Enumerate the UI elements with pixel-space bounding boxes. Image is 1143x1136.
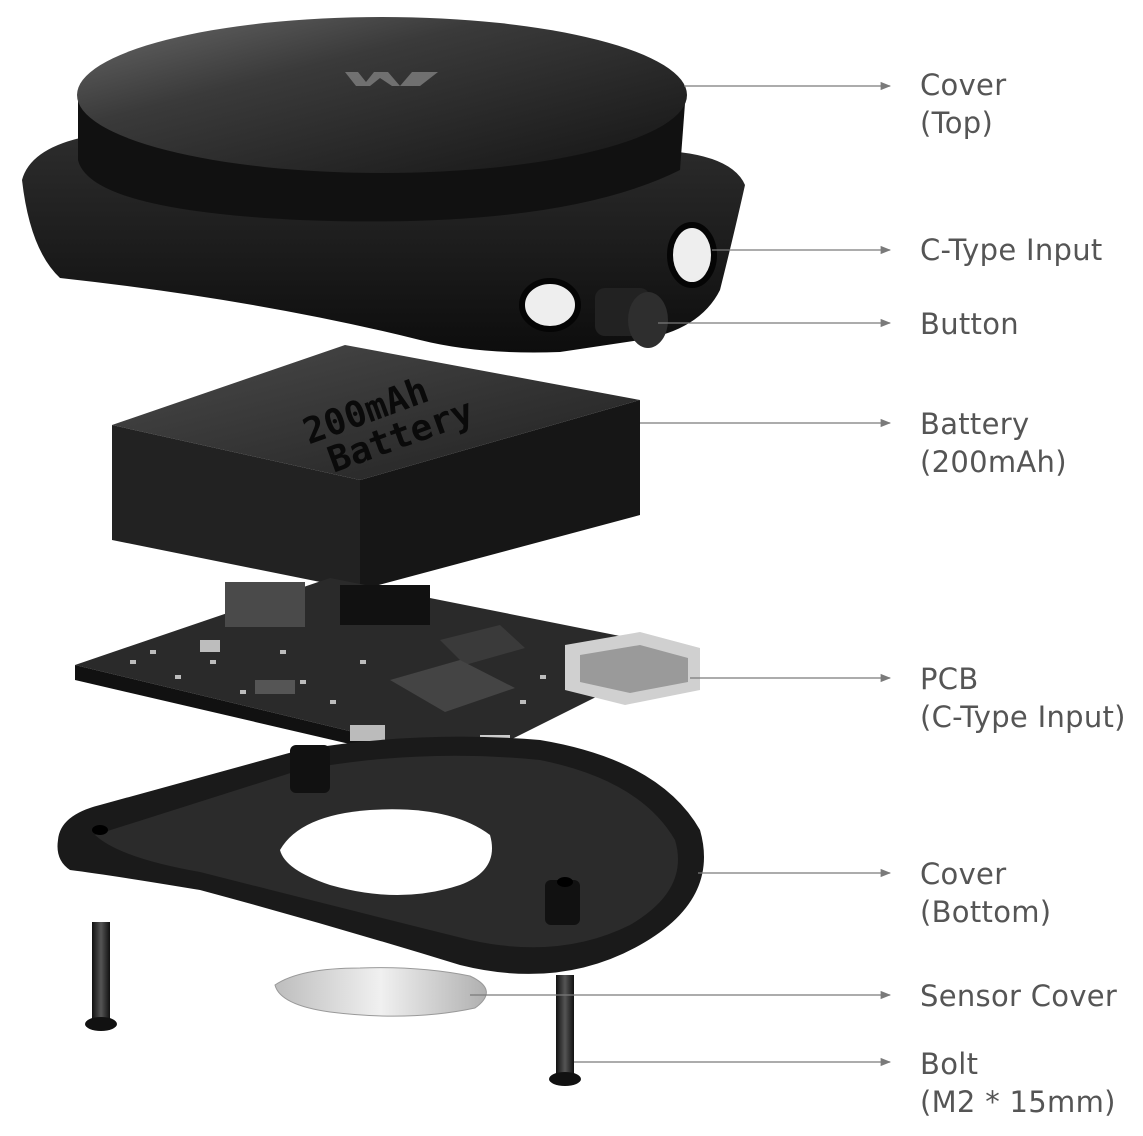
label-cover-bottom-line1: Cover xyxy=(920,857,1007,891)
label-sensor-cover: Sensor Cover xyxy=(920,977,1117,1015)
leader-lines xyxy=(470,81,892,1067)
label-pcb-line1: PCB xyxy=(920,662,979,696)
bottom-cover xyxy=(57,736,704,974)
usb-c-port xyxy=(565,632,700,705)
label-battery: Battery (200mAh) xyxy=(920,405,1067,481)
label-cover-bottom-line2: (Bottom) xyxy=(920,895,1052,929)
label-pcb: PCB (C-Type Input) xyxy=(920,660,1126,736)
label-c-type-input: C-Type Input xyxy=(920,231,1103,269)
label-bolt-line2: (M2 * 15mm) xyxy=(920,1085,1116,1119)
label-bolt-line1: Bolt xyxy=(920,1047,979,1081)
battery-side-face xyxy=(360,400,640,590)
pcb-chip-1 xyxy=(440,625,525,665)
battery-front-face xyxy=(112,425,360,590)
standoff-left xyxy=(290,745,330,793)
sensor-cover xyxy=(274,967,487,1017)
usb-port-hole xyxy=(519,278,581,332)
label-cover-top-line1: Cover xyxy=(920,68,1007,102)
bolt-left xyxy=(85,922,117,1031)
top-cover xyxy=(22,17,745,353)
label-cover-top: Cover (Top) xyxy=(920,66,1006,142)
logo-mark xyxy=(345,72,438,86)
screw-hole-right xyxy=(557,877,573,887)
top-cover-cap xyxy=(77,17,687,173)
pcb-board xyxy=(75,578,700,772)
label-battery-line2: (200mAh) xyxy=(920,445,1067,479)
pcb-chip-2 xyxy=(390,660,515,712)
label-bolt: Bolt (M2 * 15mm) xyxy=(920,1045,1116,1121)
bolt-right xyxy=(549,975,581,1086)
label-cover-top-line2: (Top) xyxy=(920,106,994,140)
button-hole xyxy=(667,222,717,288)
label-button-line1: Button xyxy=(920,307,1019,341)
screw-hole-left xyxy=(92,825,108,835)
label-cover-bottom: Cover (Bottom) xyxy=(920,855,1051,931)
pcb-component-large xyxy=(225,582,305,627)
label-button: Button xyxy=(920,305,1019,343)
side-button xyxy=(595,288,668,348)
battery-top-face xyxy=(112,345,640,480)
standoff-right xyxy=(545,880,580,925)
label-sensor-cover-line1: Sensor Cover xyxy=(920,979,1118,1013)
pcb-connector xyxy=(340,585,430,625)
label-c-type-input-line1: C-Type Input xyxy=(920,233,1103,267)
sensor-window xyxy=(280,809,492,895)
battery-block: 200mAh Battery xyxy=(112,345,640,590)
label-pcb-line2: (C-Type Input) xyxy=(920,700,1126,734)
label-battery-line1: Battery xyxy=(920,407,1030,441)
